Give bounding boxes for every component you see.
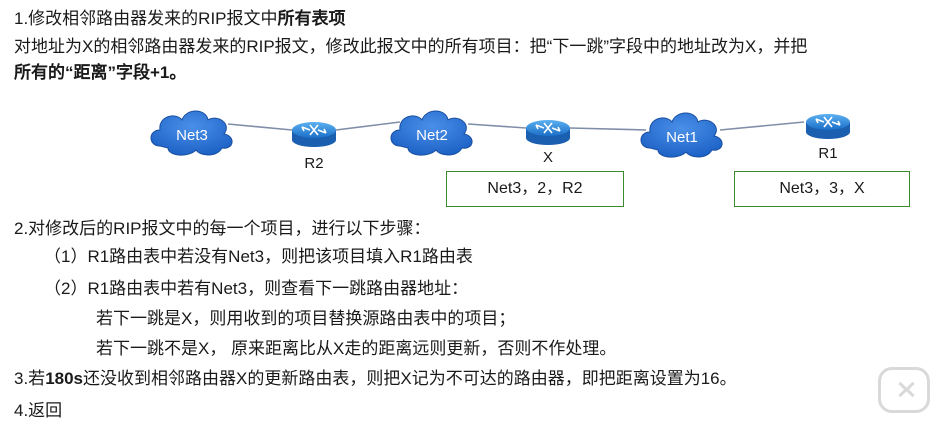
network-diagram: Net3 Net2 Net1 R2 X: [150, 110, 850, 172]
step1-title: 1.修改相邻路由器发来的RIP报文中所有表项: [14, 8, 346, 30]
router-r2: R2: [292, 122, 336, 172]
router-x: X: [526, 120, 570, 166]
step4-text: 4.返回: [14, 401, 63, 420]
step1-desc-line2: 所有的“距离”字段+1。: [14, 63, 187, 82]
router-r1: R1: [806, 114, 850, 162]
link-net3-r2: [227, 123, 293, 131]
step2-item2: （2）R1路由表中若有Net3，则查看下一跳路由器地址：: [44, 279, 469, 298]
step3-prefix: 3.若: [14, 369, 46, 388]
route-entry-r1: Net3，3，X: [734, 171, 910, 207]
router-icon: [292, 122, 336, 147]
cloud-net1-shape: [640, 112, 723, 158]
router-icon: [526, 120, 570, 145]
cloud-net2-label: Net2: [416, 127, 448, 144]
router-r2-label: R2: [304, 155, 323, 172]
step3-bold: 180s: [45, 369, 84, 388]
step2-title: 2.对修改后的RIP报文中的每一个项目，进行以下步骤：: [14, 219, 431, 238]
step3-text: 3.若180s还没收到相邻路由器X的更新路由表，则把X记为不可达的路由器，即把距…: [14, 368, 737, 390]
step1-title-prefix: 1.修改相邻路由器发来的RIP报文中: [14, 9, 278, 28]
video-logo-icon: [878, 367, 930, 413]
cloud-net3: Net3: [150, 110, 233, 156]
link-net1-r1: [719, 121, 805, 131]
route-entry-x: Net3，2，R2: [446, 171, 624, 207]
link-x-net1: [569, 127, 647, 131]
cloud-net1: Net1: [640, 112, 723, 158]
step1-desc-line1: 对地址为X的相邻路由器发来的RIP报文，修改此报文中的所有项目：把“下一跳”字段…: [14, 37, 808, 56]
router-r1-label: R1: [818, 145, 837, 162]
cloud-net3-shape: [150, 110, 233, 156]
cloud-net2-shape: [390, 110, 473, 156]
cloud-net3-label: Net3: [176, 127, 208, 144]
router-x-label: X: [543, 149, 553, 166]
cloud-net2: Net2: [390, 110, 473, 156]
step2-sub2: 若下一跳不是X， 原来距离比从X走的距离远则更新，否则不作处理。: [96, 339, 617, 358]
links: [227, 121, 805, 131]
step2-item1: （1）R1路由表中若没有Net3，则把该项目填入R1路由表: [44, 247, 473, 266]
cloud-net1-label: Net1: [666, 129, 698, 146]
link-net2-x: [467, 123, 527, 129]
link-r2-net2: [335, 121, 401, 131]
step1-title-bold: 所有表项: [277, 9, 346, 28]
router-icon: [806, 114, 850, 139]
step3-suffix: 还没收到相邻路由器X的更新路由表，则把X记为不可达的路由器，即把距离设置为16。: [83, 369, 737, 388]
step2-sub1: 若下一跳是X，则用收到的项目替换源路由表中的项目；: [96, 309, 516, 328]
